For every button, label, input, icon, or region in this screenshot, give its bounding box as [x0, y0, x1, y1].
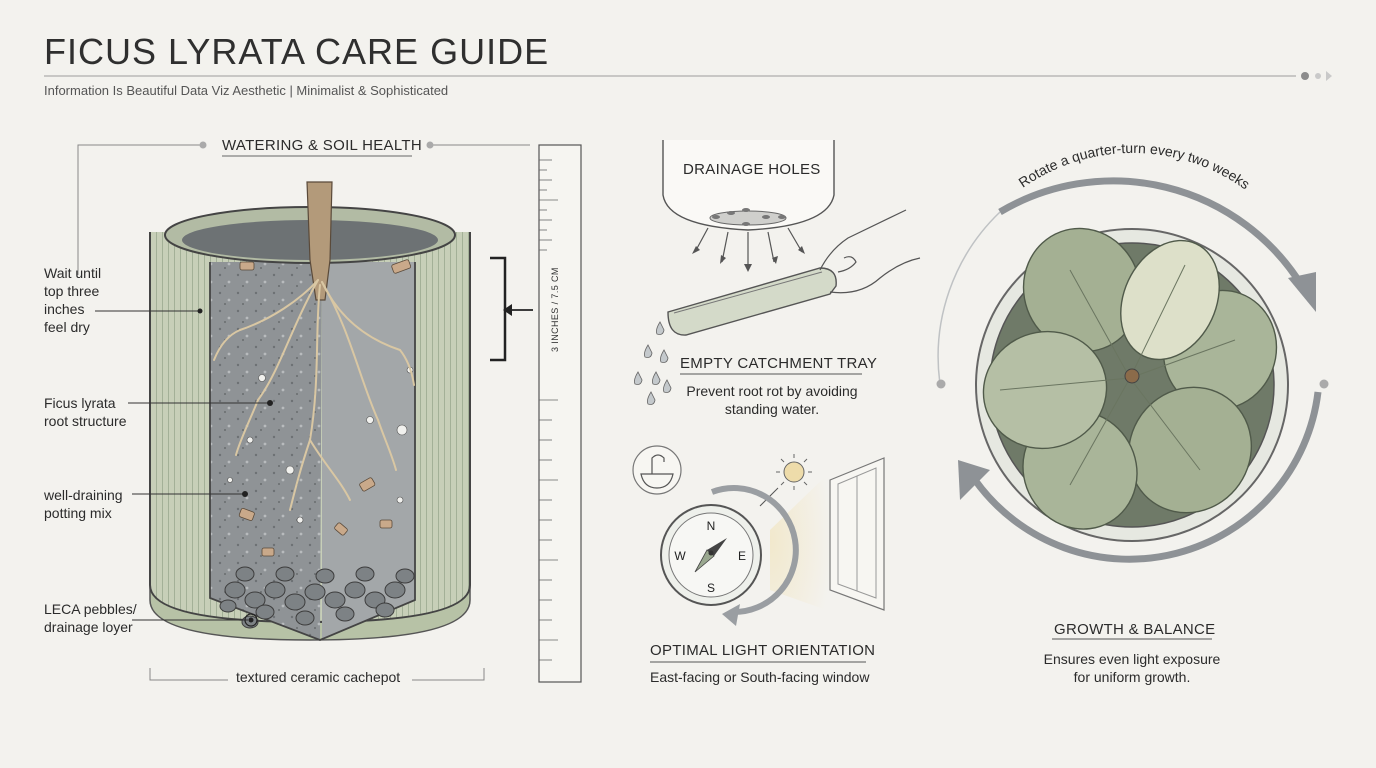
mix-line: well-draining — [44, 487, 123, 503]
sink-icon — [632, 445, 682, 495]
light-illustration — [632, 445, 885, 663]
dry-note: Wait until top three inches feel dry — [44, 264, 101, 336]
tray-heading: EMPTY CATCHMENT TRAY — [680, 355, 878, 372]
header-chevron-icon — [1326, 71, 1332, 81]
compass-w: W — [674, 549, 686, 563]
leca-line: LECA pebbles/ — [44, 601, 137, 617]
tray-text-line: Prevent root rot by avoiding — [686, 383, 858, 399]
drainage-holes-label: DRAINAGE HOLES — [683, 161, 821, 178]
dry-note-line: Wait until — [44, 265, 102, 281]
compass-e: E — [738, 549, 746, 563]
compass-n: N — [707, 519, 716, 533]
watering-heading: WATERING & SOIL HEALTH — [222, 137, 422, 154]
page-subtitle: Information Is Beautiful Data Viz Aesthe… — [44, 83, 449, 98]
ruler-label: 3 INCHES / 7.5 CM — [550, 267, 560, 352]
growth-heading: GROWTH & BALANCE — [1054, 621, 1216, 638]
growth-text: Ensures even light exposure for uniform … — [1012, 650, 1252, 686]
dry-note-line: inches — [44, 301, 85, 317]
header-dot — [1301, 72, 1309, 80]
mix-label: well-draining potting mix — [44, 486, 123, 522]
plant-illustration — [936, 177, 1329, 640]
tray-text: Prevent root rot by avoiding standing wa… — [672, 382, 872, 418]
pot-label: textured ceramic cachepot — [236, 669, 401, 685]
watering-diagram — [77, 141, 582, 683]
drainage-illustration — [634, 140, 921, 405]
dry-note-line: top three — [44, 283, 100, 299]
roots-label: Ficus lyrata root structure — [44, 394, 126, 430]
tray-text-line: standing water. — [724, 401, 820, 417]
light-heading: OPTIMAL LIGHT ORIENTATION — [650, 642, 876, 659]
header-dot — [1315, 73, 1321, 79]
light-text: East-facing or South-facing window — [650, 669, 870, 685]
mix-line: potting mix — [44, 505, 112, 521]
dry-note-line: feel dry — [44, 319, 90, 335]
page-title: FICUS LYRATA CARE GUIDE — [44, 31, 550, 72]
roots-line: root structure — [44, 413, 127, 429]
leca-line: drainage loyer — [44, 619, 133, 635]
sun-icon — [783, 461, 805, 483]
leca-label: LECA pebbles/ drainage loyer — [44, 600, 137, 636]
compass-s: S — [707, 581, 715, 595]
roots-line: Ficus lyrata — [44, 395, 116, 411]
growth-text-line: Ensures even light exposure — [1043, 651, 1221, 667]
growth-text-line: for uniform growth. — [1073, 669, 1191, 685]
